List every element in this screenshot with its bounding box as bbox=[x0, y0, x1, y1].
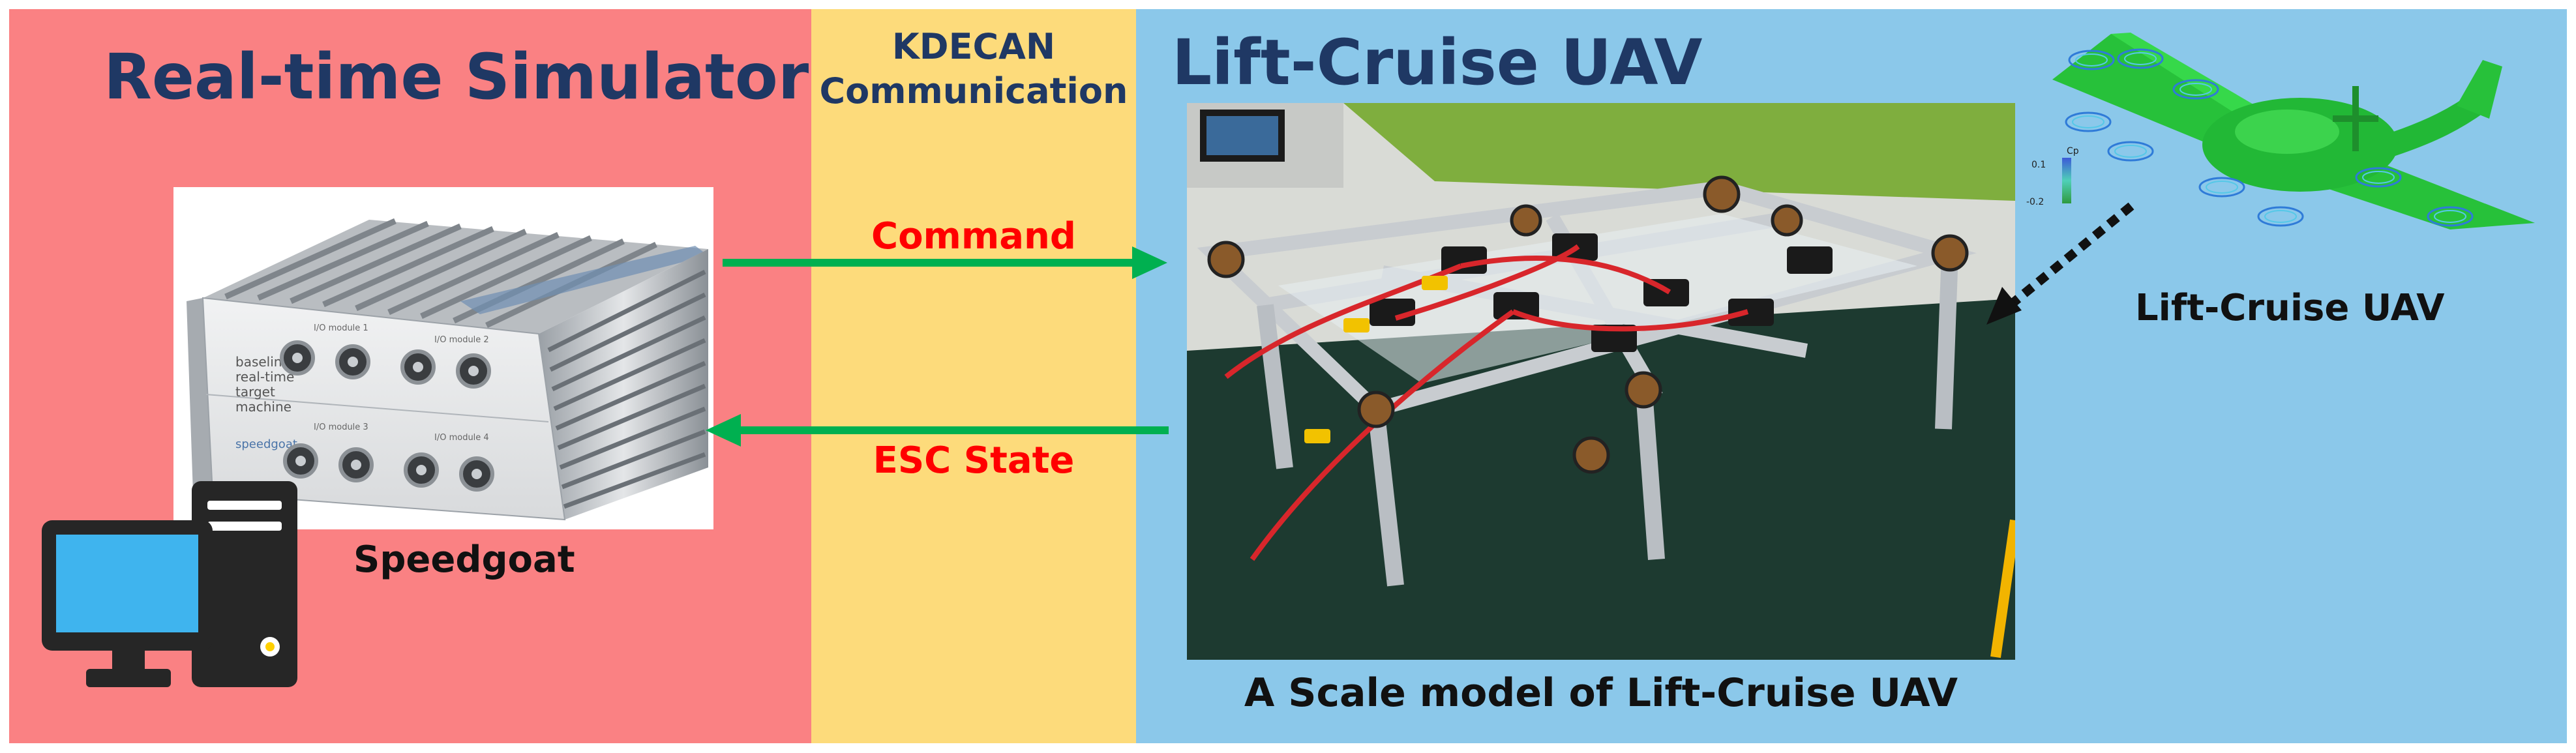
uav-panel: Lift-Cruise UAV bbox=[1136, 9, 2567, 743]
device-text-line4: machine bbox=[235, 399, 292, 415]
kdecan-title-line1: KDECAN bbox=[891, 26, 1056, 67]
speedgoat-label: Speedgoat bbox=[353, 539, 575, 581]
uav-render-label: Lift-Cruise UAV bbox=[2135, 287, 2445, 329]
device-module4-text: I/O module 4 bbox=[434, 433, 489, 443]
device-text-line3: target bbox=[235, 384, 275, 400]
speedgoat-device-illustration: baseline real-time target machine speedg… bbox=[187, 218, 708, 521]
computer-icon bbox=[40, 469, 321, 691]
kdecan-title: KDECAN Communication bbox=[811, 25, 1136, 113]
device-module3-text: I/O module 3 bbox=[314, 422, 368, 432]
uav-scale-model-photo bbox=[1187, 103, 2015, 660]
device-module2-text: I/O module 2 bbox=[434, 335, 489, 345]
kdecan-title-line2: Communication bbox=[819, 70, 1128, 111]
device-module1-text: I/O module 1 bbox=[314, 323, 368, 333]
device-brand-text: speedgoat bbox=[235, 437, 297, 451]
command-label: Command bbox=[871, 215, 1076, 258]
scale-model-caption: A Scale model of Lift-Cruise UAV bbox=[1244, 670, 1958, 716]
speedgoat-photo: baseline real-time target machine speedg… bbox=[173, 187, 713, 529]
uav-title: Lift-Cruise UAV bbox=[1172, 26, 1703, 99]
simulator-panel: Real-time Simulator bbox=[9, 9, 811, 743]
simulator-title: Real-time Simulator bbox=[104, 40, 809, 113]
device-text-line2: real-time bbox=[235, 369, 294, 385]
uav-cfd-render: Cp 0.1 -0.2 bbox=[2026, 21, 2541, 256]
communication-panel: KDECAN Communication Command ESC State bbox=[811, 9, 1136, 743]
colorbar-max: 0.1 bbox=[2031, 160, 2046, 170]
colorbar-title: Cp bbox=[2067, 146, 2079, 156]
esc-state-label: ESC State bbox=[873, 439, 1075, 482]
colorbar-min: -0.2 bbox=[2026, 197, 2044, 207]
